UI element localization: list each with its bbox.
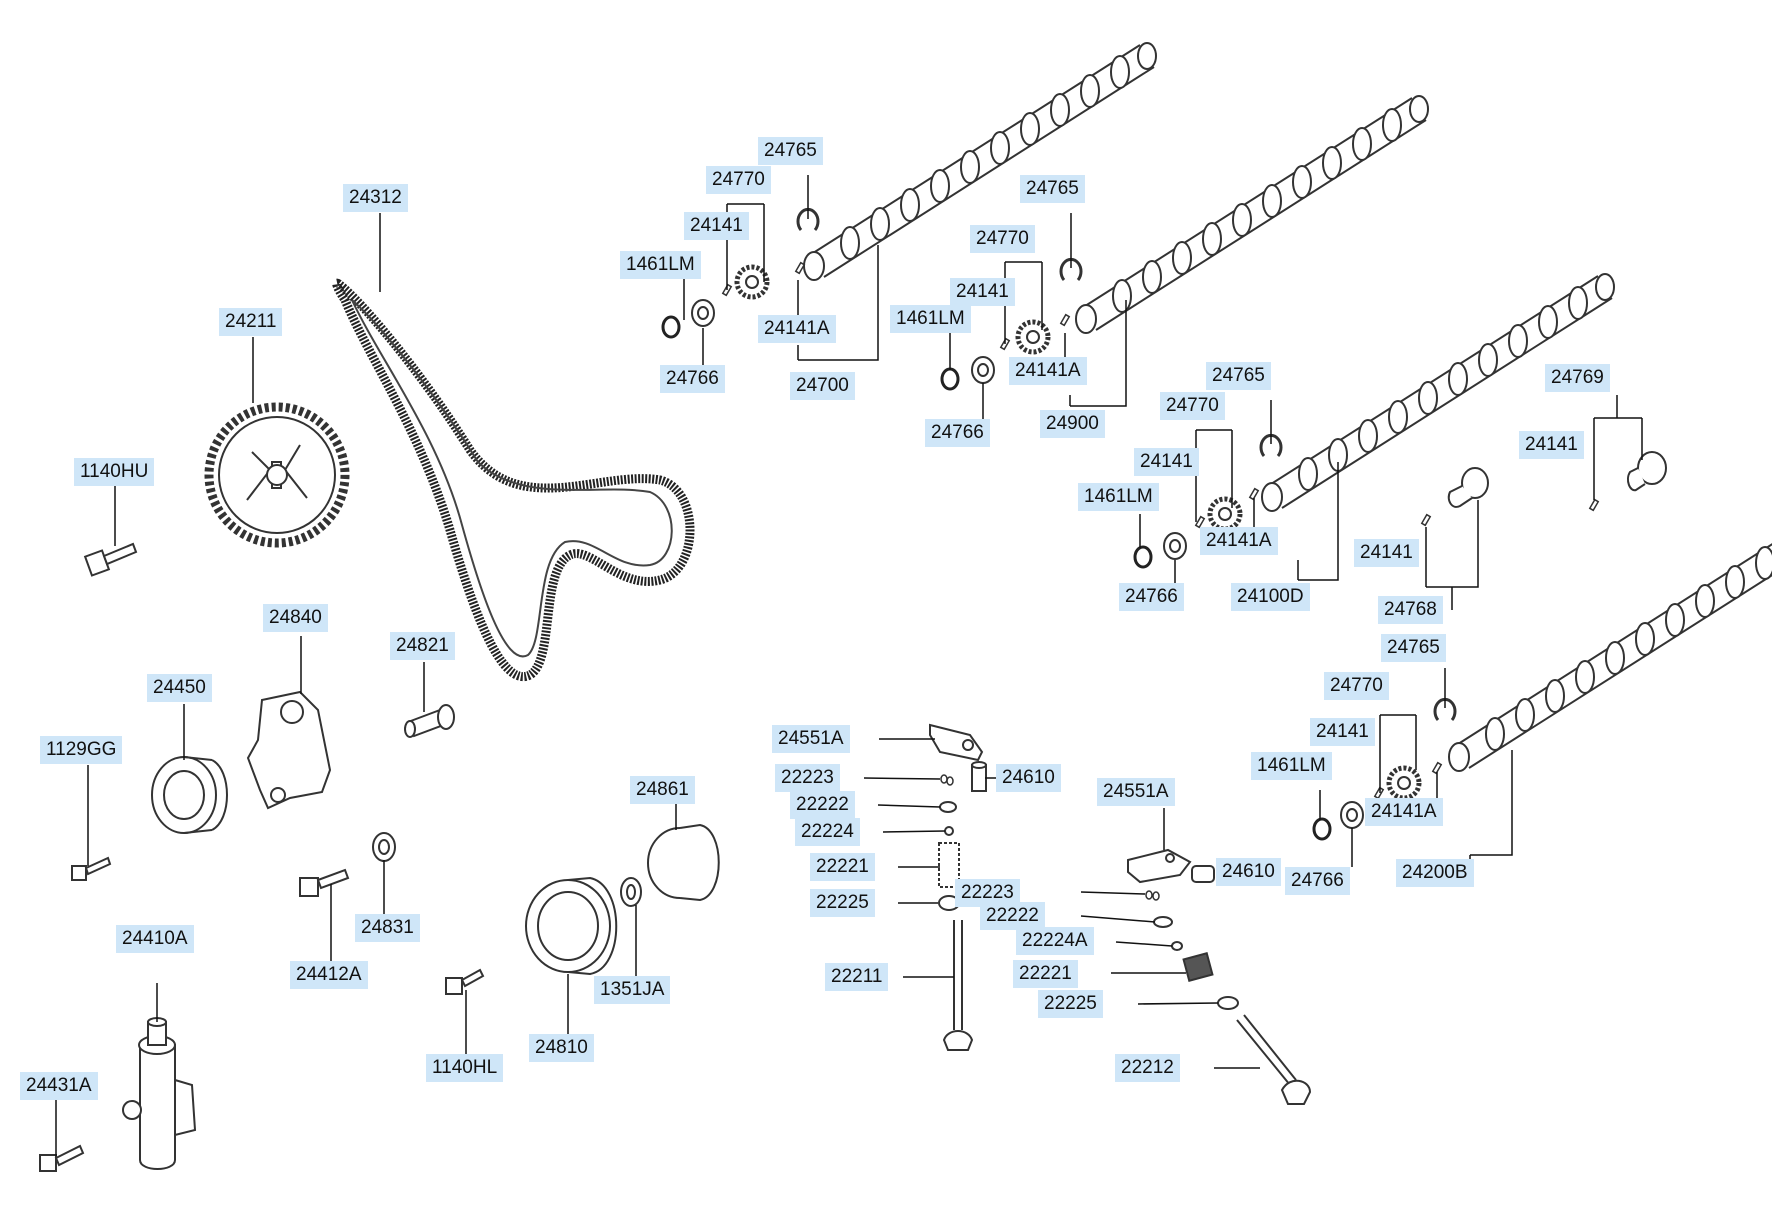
valve-train-2 xyxy=(1127,848,1312,1105)
label-cam3-24141a[interactable]: 24141A xyxy=(1200,527,1278,555)
label-cam4-24765[interactable]: 24765 xyxy=(1381,634,1446,662)
label-v2-22225[interactable]: 22225 xyxy=(1038,990,1103,1018)
label-1140hu[interactable]: 1140HU xyxy=(74,458,155,486)
washer-24831 xyxy=(372,832,396,862)
timing-belt xyxy=(332,278,695,682)
label-cam3-24765[interactable]: 24765 xyxy=(1206,362,1271,390)
label-cam1-24141a[interactable]: 24141A xyxy=(758,315,836,343)
label-cam3-24141[interactable]: 24141 xyxy=(1134,448,1199,476)
idler-24810 xyxy=(525,876,618,976)
label-1129gg[interactable]: 1129GG xyxy=(40,736,123,764)
label-cam2-24770[interactable]: 24770 xyxy=(970,225,1035,253)
label-v1-22225[interactable]: 22225 xyxy=(810,889,875,917)
tensioner-pulley xyxy=(151,756,228,834)
tensioner-bracket xyxy=(246,690,332,810)
label-24840[interactable]: 24840 xyxy=(263,604,328,632)
label-cam3-24770[interactable]: 24770 xyxy=(1160,392,1225,420)
label-cam1-24141[interactable]: 24141 xyxy=(684,212,749,240)
leader-lines xyxy=(55,175,1643,1156)
label-24431a[interactable]: 24431A xyxy=(20,1072,98,1100)
label-cam2-24141a[interactable]: 24141A xyxy=(1009,357,1087,385)
bolt-24412a xyxy=(299,868,350,897)
auto-tensioner xyxy=(122,1017,197,1170)
label-cam2-24141[interactable]: 24141 xyxy=(950,278,1015,306)
label-v1-24610[interactable]: 24610 xyxy=(996,764,1061,792)
label-cam4-24141[interactable]: 24141 xyxy=(1310,718,1375,746)
label-24450[interactable]: 24450 xyxy=(147,674,212,702)
label-cam1-24765[interactable]: 24765 xyxy=(758,137,823,165)
label-v1-22224[interactable]: 22224 xyxy=(795,818,860,846)
label-v2-22221[interactable]: 22221 xyxy=(1013,960,1078,988)
label-v1-22211[interactable]: 22211 xyxy=(825,963,889,991)
label-cam4-24770[interactable]: 24770 xyxy=(1324,672,1389,700)
label-24768[interactable]: 24768 xyxy=(1378,596,1443,624)
cam-plug-24769 xyxy=(1589,451,1667,512)
label-24831[interactable]: 24831 xyxy=(355,914,420,942)
label-1140hl[interactable]: 1140HL xyxy=(426,1054,504,1082)
label-cam4-24141a[interactable]: 24141A xyxy=(1365,798,1443,826)
label-24769-24141[interactable]: 24141 xyxy=(1519,431,1584,459)
label-v2-22222[interactable]: 22222 xyxy=(980,902,1045,930)
label-v1-22222[interactable]: 22222 xyxy=(790,791,855,819)
label-24821[interactable]: 24821 xyxy=(390,632,455,660)
label-cam1-24766[interactable]: 24766 xyxy=(660,365,725,393)
label-v1-22221[interactable]: 22221 xyxy=(810,853,875,881)
label-24769[interactable]: 24769 xyxy=(1545,364,1610,392)
label-v2-24551a[interactable]: 24551A xyxy=(1097,778,1175,806)
label-cam1-24700[interactable]: 24700 xyxy=(790,372,855,400)
label-cam1-1461lm[interactable]: 1461LM xyxy=(620,251,701,279)
label-v1-22223[interactable]: 22223 xyxy=(775,764,840,792)
label-24861[interactable]: 24861 xyxy=(630,776,695,804)
valve-train-1 xyxy=(929,723,987,1051)
cam-sprocket xyxy=(204,402,350,548)
bolt-24431a xyxy=(39,1144,85,1172)
label-v2-24610[interactable]: 24610 xyxy=(1216,858,1281,886)
label-cam2-1461lm[interactable]: 1461LM xyxy=(890,305,971,333)
label-24768-24141[interactable]: 24141 xyxy=(1354,539,1419,567)
cam-plug-24768 xyxy=(1421,467,1489,527)
label-cam4-1461lm[interactable]: 1461LM xyxy=(1251,752,1332,780)
label-24412a[interactable]: 24412A xyxy=(290,961,368,989)
label-1351ja[interactable]: 1351JA xyxy=(594,976,671,1004)
label-cam2-24900[interactable]: 24900 xyxy=(1040,410,1105,438)
label-cam4-24766[interactable]: 24766 xyxy=(1285,867,1350,895)
camshaft-3-group xyxy=(1133,273,1615,569)
label-cam2-24766[interactable]: 24766 xyxy=(925,419,990,447)
pin-24821 xyxy=(404,704,455,738)
label-v1-24551a[interactable]: 24551A xyxy=(772,725,850,753)
bolt-1140hl xyxy=(445,968,485,995)
label-cam3-24766[interactable]: 24766 xyxy=(1119,583,1184,611)
washer-1351ja xyxy=(620,877,642,907)
idler-24861 xyxy=(647,823,720,902)
label-cam3-24100d[interactable]: 24100D xyxy=(1231,583,1310,611)
label-cam2-24765[interactable]: 24765 xyxy=(1020,175,1085,203)
label-cam3-1461lm[interactable]: 1461LM xyxy=(1078,483,1159,511)
bolt-1140hu xyxy=(83,542,138,577)
label-cam1-24770[interactable]: 24770 xyxy=(706,166,771,194)
label-24312[interactable]: 24312 xyxy=(343,184,408,212)
label-v2-22212[interactable]: 22212 xyxy=(1115,1054,1180,1082)
label-24211[interactable]: 24211 xyxy=(219,308,283,336)
label-v2-22224a[interactable]: 22224A xyxy=(1016,927,1094,955)
label-24810[interactable]: 24810 xyxy=(529,1034,594,1062)
bolt-1129gg xyxy=(71,856,112,881)
label-cam4-24200b[interactable]: 24200B xyxy=(1396,859,1474,887)
label-24410a[interactable]: 24410A xyxy=(116,925,194,953)
